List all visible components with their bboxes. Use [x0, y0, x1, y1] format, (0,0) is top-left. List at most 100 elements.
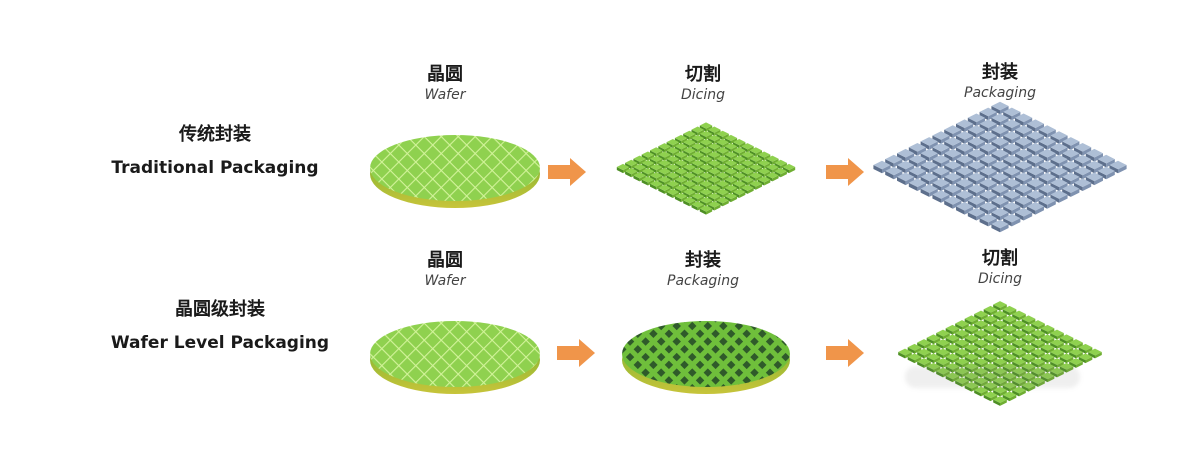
- row-label-traditional: 传统封装 Traditional Packaging: [100, 120, 330, 178]
- chip: [1069, 348, 1083, 359]
- watermark: [905, 366, 1080, 388]
- step-title-wafer: 晶圆 Wafer: [345, 250, 545, 290]
- die: [666, 180, 679, 190]
- die: [757, 168, 771, 178]
- die: [650, 163, 663, 174]
- packaged-chip: [920, 172, 938, 186]
- chip: [907, 353, 922, 364]
- packaged-chip: [991, 148, 1009, 162]
- die: [650, 155, 663, 165]
- packaged-chip: [1074, 143, 1092, 156]
- die: [757, 159, 771, 169]
- die: [691, 201, 704, 211]
- packaged-chip: [1074, 154, 1092, 168]
- die: [699, 205, 713, 215]
- step-title-wafer: 晶圆 Wafer: [345, 64, 545, 104]
- packaged-chip: [908, 143, 926, 156]
- packaged-chip: [991, 184, 1009, 197]
- packaged-chip: [1038, 196, 1056, 209]
- die: [724, 143, 738, 153]
- chip: [993, 301, 1007, 311]
- chip: [926, 343, 941, 354]
- packaged-chip: [1003, 166, 1021, 180]
- die: [716, 130, 729, 140]
- packaged-chip: [944, 137, 962, 150]
- chip: [1021, 362, 1036, 373]
- step-title-zh: 晶圆: [427, 64, 463, 85]
- die: [666, 155, 679, 165]
- step-title-en: Packaging: [964, 85, 1036, 101]
- die: [650, 172, 663, 182]
- die: [724, 184, 738, 194]
- packaged-chip: [1003, 154, 1021, 168]
- die: [699, 122, 713, 132]
- die: [666, 163, 679, 174]
- packaged-chip: [920, 148, 938, 162]
- packaged-chip: [944, 160, 962, 174]
- die: [658, 151, 671, 161]
- chip: [936, 329, 950, 340]
- chip: [983, 324, 998, 335]
- chip: [993, 367, 1007, 378]
- diced-chips-grid: [898, 301, 1102, 406]
- packaged-chip: [956, 131, 974, 144]
- right-arrow-icon: [548, 158, 586, 186]
- die: [650, 180, 663, 190]
- packaged-chip: [1074, 166, 1092, 180]
- packaged-chip: [873, 160, 891, 174]
- right-arrow-icon: [826, 158, 864, 186]
- row-label-wlp: 晶圆级封装 Wafer Level Packaging: [100, 295, 340, 353]
- chip: [1021, 315, 1036, 326]
- chip: [983, 372, 998, 383]
- chip: [1059, 353, 1074, 364]
- packaged-chip: [979, 213, 997, 227]
- die: [641, 168, 655, 178]
- packaged-chip: [1050, 166, 1068, 180]
- die: [749, 155, 762, 165]
- chip: [974, 348, 988, 359]
- chip: [974, 310, 988, 321]
- die: [716, 197, 729, 207]
- chip: [964, 353, 979, 364]
- die: [674, 176, 688, 186]
- packaged-chip: [967, 184, 985, 197]
- packaged-chip: [1015, 172, 1033, 186]
- die: [691, 168, 704, 178]
- packaged-chip: [979, 202, 997, 215]
- chip: [983, 334, 998, 345]
- chip: [974, 358, 988, 368]
- chip: [1002, 353, 1017, 364]
- chip: [1040, 343, 1055, 354]
- chip: [1021, 381, 1036, 392]
- packaged-chip: [979, 154, 997, 168]
- chip: [936, 358, 950, 368]
- chip: [1050, 367, 1064, 378]
- packaged-chip: [1062, 137, 1080, 150]
- die: [674, 151, 688, 161]
- die: [766, 155, 779, 165]
- chip: [993, 329, 1007, 340]
- chip: [1088, 348, 1102, 359]
- chip: [983, 381, 998, 392]
- packaged-chip: [991, 196, 1009, 209]
- packaged-chip: [1015, 184, 1033, 197]
- die: [691, 176, 704, 186]
- die: [699, 172, 713, 182]
- packaged-chip: [1038, 160, 1056, 174]
- chip: [898, 348, 912, 359]
- die: [733, 163, 746, 174]
- die: [724, 159, 738, 169]
- packaged-chip: [908, 178, 926, 191]
- chip: [1031, 320, 1045, 330]
- step-title-dicing: 切割 Dicing: [900, 248, 1100, 288]
- die: [708, 201, 721, 211]
- packaged-chip: [991, 101, 1009, 115]
- die: [691, 184, 704, 194]
- die: [641, 159, 655, 169]
- die: [733, 147, 746, 157]
- chip: [945, 343, 960, 354]
- packaged-chip: [991, 113, 1009, 127]
- packaged-chip: [1038, 137, 1056, 150]
- chip: [955, 377, 969, 387]
- die: [741, 159, 754, 169]
